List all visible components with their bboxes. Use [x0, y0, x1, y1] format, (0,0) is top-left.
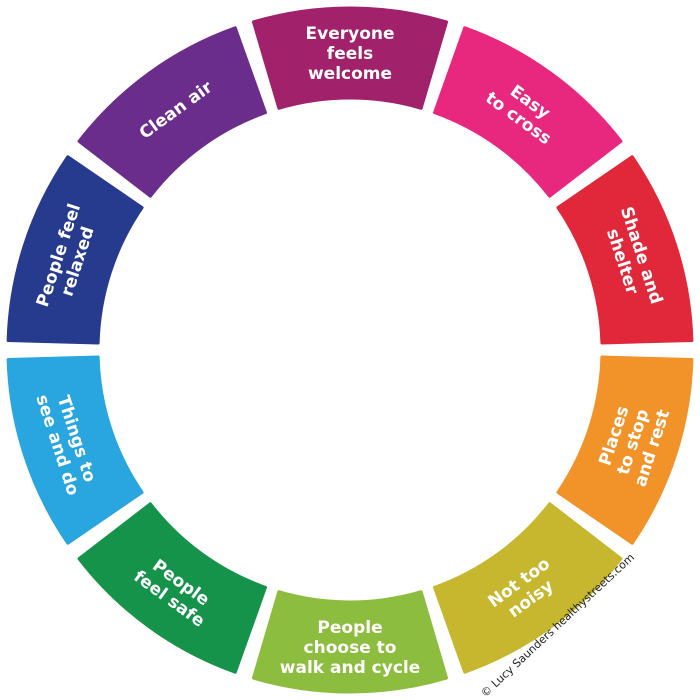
segment-label-line: welcome — [308, 64, 392, 84]
segment-label-line: Everyone — [305, 24, 394, 44]
segment-label-line: walk and cycle — [280, 658, 420, 678]
wheel-segments — [6, 6, 694, 694]
segment-label-line: People — [317, 618, 382, 638]
wheel-segment — [433, 502, 623, 674]
wheel-segment — [77, 26, 267, 198]
wheel-segment — [251, 590, 449, 694]
wheel-segment — [77, 502, 267, 674]
wheel-segment — [556, 355, 694, 545]
segment-label-line: choose to — [304, 638, 397, 658]
wheel-segment — [556, 155, 694, 345]
wheel-segment — [433, 26, 623, 198]
segment-label-line: feels — [327, 44, 373, 64]
wheel-segment — [251, 6, 449, 110]
wheel-segment — [6, 355, 144, 545]
wheel-segment — [6, 155, 144, 345]
